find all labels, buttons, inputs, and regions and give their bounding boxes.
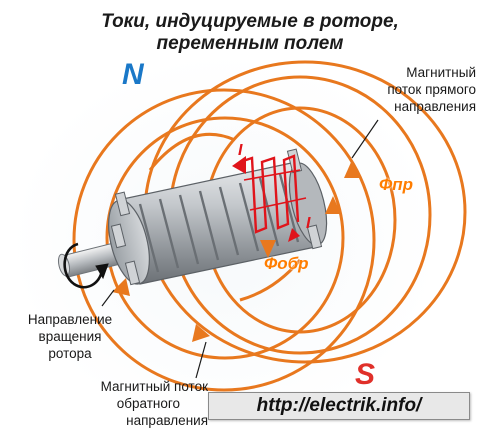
current-symbol-bottom: I: [306, 215, 311, 232]
south-pole-label: S: [355, 358, 376, 391]
current-arrow-icon: [232, 156, 300, 242]
reverse-flux-loop-inner: [105, 116, 345, 360]
induced-current-path: [239, 154, 307, 234]
rotation-label-line: Направление: [27, 312, 113, 327]
cooling-fins: [110, 148, 323, 286]
reverse-flux-label-line: направления: [126, 413, 208, 428]
forward-flux-label-line: направления: [394, 99, 476, 114]
rotation-label-line: ротора: [48, 346, 92, 361]
rotation-label-line: вращения: [38, 329, 102, 344]
reverse-flux-front-arc: [148, 132, 236, 171]
forward-flux-label-line: Магнитный: [406, 65, 476, 80]
title-line-2: переменным полем: [156, 33, 344, 54]
rotation-arrow-icon: [63, 242, 109, 289]
reverse-flux-label-line: Магнитный поток: [100, 379, 208, 394]
rotor-bars: [138, 173, 300, 273]
forward-flux-symbol: Фпр: [379, 175, 414, 194]
reverse-flux-loop-middle: [72, 88, 376, 392]
north-pole-label: N: [122, 58, 144, 91]
reverse-flux-label-line: обратного: [116, 396, 180, 411]
website-link[interactable]: http://electrik.info/: [208, 392, 470, 420]
flux-arrow-icon: [112, 160, 360, 342]
title-line-1: Токи, индуцируемые в роторе,: [101, 11, 399, 32]
rotation-direction-label: Направление вращения ротора: [8, 311, 132, 362]
reverse-flux-label: Магнитный поток обратного направления: [10, 378, 208, 429]
current-symbol-top: I: [238, 142, 243, 159]
forward-flux-front-arc: [239, 259, 302, 302]
reverse-flux-symbol: Фобр: [264, 254, 309, 273]
forward-flux-label-line: поток прямого: [387, 82, 476, 97]
label-leaders: [101, 119, 379, 379]
flux-lines-front: [148, 132, 302, 302]
forward-flux-label: Магнитный поток прямого направления: [336, 64, 476, 115]
